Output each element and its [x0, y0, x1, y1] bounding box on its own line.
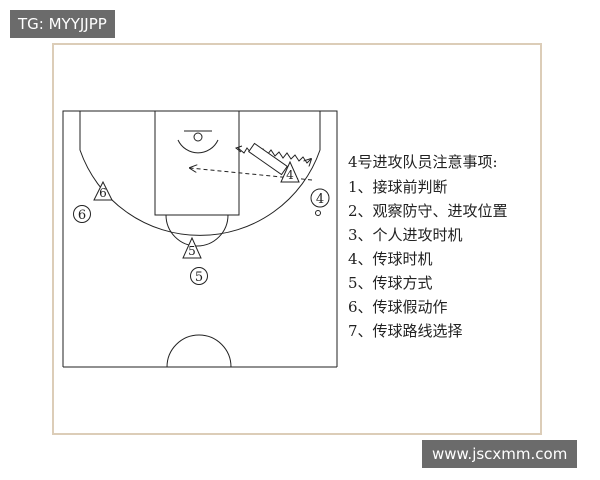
- player-6-offense-label: 6: [99, 186, 107, 200]
- dribble-arrow: [234, 145, 243, 153]
- watermark-tag: TG: MYYJJPP: [10, 10, 115, 38]
- hoop: [193, 132, 203, 142]
- site-url-tag: www.jscxmm.com: [422, 440, 578, 468]
- notes-title: 4号进攻队员注意事项:: [348, 153, 498, 171]
- player-4-offense: 4: [280, 160, 300, 183]
- free-throw-circle-inner: [177, 139, 219, 154]
- small-marker: [315, 210, 321, 216]
- player-5-defense-label: 5: [195, 270, 203, 285]
- center-circle: [166, 334, 232, 368]
- player-6-defense: 6: [73, 205, 91, 223]
- note-item: 4、传球时机: [348, 250, 433, 268]
- player-4-offense-label: 4: [286, 168, 294, 182]
- note-item: 7、传球路线选择: [348, 322, 463, 340]
- note-item: 5、传球方式: [348, 274, 433, 292]
- player-5-defense: 5: [190, 267, 208, 285]
- note-item: 3、个人进攻时机: [348, 226, 463, 244]
- notes-panel: 4号进攻队员注意事项: 1、接球前判断 2、观察防守、进攻位置 3、个人进攻时机…: [348, 150, 548, 343]
- diagram-frame: [52, 43, 542, 435]
- player-4-defense: 4: [310, 188, 330, 208]
- three-point-line: [79, 111, 321, 236]
- paint-lane: [154, 110, 240, 216]
- player-4-defense-label: 4: [316, 192, 324, 207]
- note-item: 1、接球前判断: [348, 178, 448, 196]
- note-item: 2、观察防守、进攻位置: [348, 202, 508, 220]
- court-boundary: [62, 110, 338, 367]
- note-item: 6、传球假动作: [348, 298, 448, 316]
- screen-block: [248, 142, 288, 176]
- free-throw-circle-solid: [165, 214, 229, 247]
- player-5-offense: 5: [182, 236, 202, 259]
- player-5-offense-label: 5: [188, 244, 196, 258]
- player-6-offense: 6: [93, 180, 113, 201]
- player-6-defense-label: 6: [78, 208, 86, 223]
